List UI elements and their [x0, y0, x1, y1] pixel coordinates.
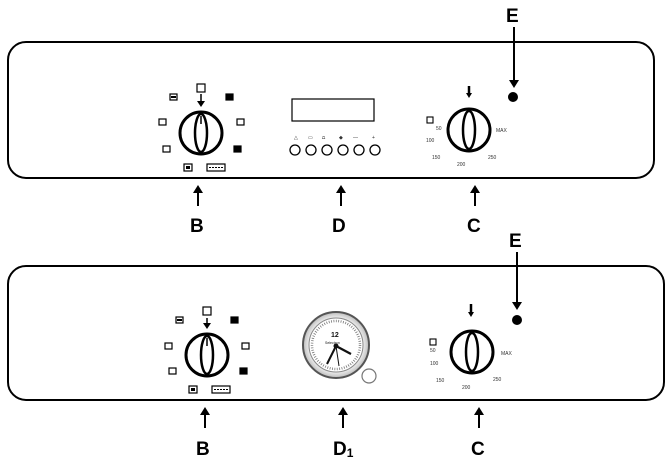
programmer-symbol-2: ▭ — [308, 135, 313, 141]
indicator-lamp-top — [508, 92, 518, 102]
thermostat-mark-4: 200 — [462, 385, 471, 391]
knob-grip — [199, 334, 215, 376]
analog-clock-timer[interactable]: 12 Selectron — [302, 311, 377, 384]
callout-label-d1-subscript: 1 — [347, 446, 354, 459]
thermostat-grip — [464, 331, 480, 373]
callout-arrowhead-e-bottom — [512, 302, 522, 310]
knob-pointer-arrowhead — [197, 101, 205, 107]
clock-brand-label: Selectron — [325, 341, 340, 345]
programmer-button-4[interactable] — [337, 144, 349, 156]
mode-fan-icon — [236, 118, 245, 126]
thermostat-mark-5: 250 — [488, 155, 497, 161]
clock-adjust-knob[interactable] — [361, 368, 377, 384]
callout-arrowhead-c-top — [470, 185, 480, 193]
thermostat-off-icon — [429, 338, 437, 346]
mode-defrost-icon-fill — [191, 388, 195, 391]
callout-arrowhead-d — [336, 185, 346, 193]
bottom-panel-callouts: E B D1 C — [196, 231, 522, 459]
thermostat-indicator-arrowhead — [468, 312, 474, 317]
mode-bottom-heat-icon — [162, 145, 171, 153]
mode-defrost-icon-fill — [186, 166, 190, 169]
programmer-button-3[interactable] — [321, 144, 333, 156]
knob-pointer-arrowhead — [203, 323, 211, 329]
callout-label-e-top: E — [506, 6, 519, 27]
callout-label-d: D — [332, 216, 346, 237]
callout-arrowhead-c-bottom — [474, 407, 484, 415]
callout-label-b-bottom: B — [196, 439, 210, 459]
programmer-symbol-6: + — [372, 135, 375, 141]
programmer-button-2[interactable] — [305, 144, 317, 156]
thermostat-mark-1: 50 — [430, 348, 436, 354]
mode-bottom-heat-icon — [168, 367, 177, 375]
thermostat-off-icon — [426, 116, 434, 124]
programmer-symbol-1: △ — [294, 135, 298, 141]
thermostat-knob-top[interactable]: 50 100 150 200 250 MAX — [426, 86, 508, 168]
mode-light-icon-fill — [177, 319, 182, 321]
callout-arrowhead-d1 — [338, 407, 348, 415]
mode-top-heat-icon — [164, 342, 173, 350]
thermostat-mark-4: 200 — [457, 162, 466, 168]
mode-off-icon — [202, 306, 212, 316]
mode-light-icon-fill — [171, 96, 176, 98]
thermostat-mark-6: MAX — [496, 128, 508, 134]
bottom-control-panel: 12 Selectron 50 100 150 200 250 MAX — [7, 265, 665, 401]
callout-arrowhead-b-bottom — [200, 407, 210, 415]
callout-label-d1: D1 — [333, 439, 354, 459]
programmer-button-5[interactable] — [353, 144, 365, 156]
clock-center-pin — [333, 343, 339, 349]
callout-label-e-bottom: E — [509, 231, 522, 252]
mode-grill-icon — [225, 93, 234, 101]
thermostat-indicator-arrowhead — [466, 93, 472, 98]
programmer-button-6[interactable] — [369, 144, 381, 156]
programmer-display-screen — [291, 98, 375, 122]
programmer-symbol-5: — — [353, 135, 358, 141]
callout-arrowhead-b-top — [193, 185, 203, 193]
callout-arrowhead-e-top — [509, 80, 519, 88]
mode-grill-icon — [230, 316, 239, 324]
programmer-button-1[interactable] — [289, 144, 301, 156]
top-panel-callouts: E B D C — [190, 6, 519, 237]
callout-label-d1-letter: D — [333, 439, 347, 459]
thermostat-mark-5: 250 — [493, 377, 502, 383]
function-selector-knob-bottom[interactable] — [164, 306, 250, 394]
thermostat-mark-3: 150 — [436, 378, 445, 384]
mode-off-icon — [196, 83, 206, 93]
electronic-programmer: △ ▭ ⩍ ◆ — + — [289, 98, 381, 156]
callout-label-c-top: C — [467, 216, 481, 237]
mode-top-heat-icon — [158, 118, 167, 126]
thermostat-mark-2: 100 — [426, 138, 435, 144]
thermostat-mark-2: 100 — [430, 361, 439, 367]
clock-second-hand — [335, 345, 340, 367]
programmer-symbol-3: ⩍ — [322, 135, 326, 141]
mode-turbo-icon — [233, 145, 242, 153]
callout-label-c-bottom: C — [471, 439, 485, 459]
mode-fan-icon — [241, 342, 250, 350]
thermostat-knob-bottom[interactable]: 50 100 150 200 250 MAX — [429, 304, 513, 391]
mode-turbo-icon — [239, 367, 248, 375]
programmer-symbol-4: ◆ — [339, 135, 343, 141]
clock-twelve-numeral: 12 — [331, 332, 339, 339]
clock-minute-hand — [326, 345, 337, 365]
function-selector-knob-top[interactable] — [158, 83, 245, 172]
knob-grip — [193, 112, 209, 154]
thermostat-mark-6: MAX — [501, 351, 513, 357]
thermostat-mark-3: 150 — [432, 155, 441, 161]
thermostat-grip — [461, 109, 477, 151]
callout-label-b-top: B — [190, 216, 204, 237]
clock-hour-hand — [335, 345, 352, 355]
clock-minute-ticks — [310, 319, 362, 371]
thermostat-mark-1: 50 — [436, 126, 442, 132]
indicator-lamp-bottom — [512, 315, 522, 325]
top-control-panel: △ ▭ ⩍ ◆ — + 50 100 150 200 250 MAX — [7, 41, 655, 179]
